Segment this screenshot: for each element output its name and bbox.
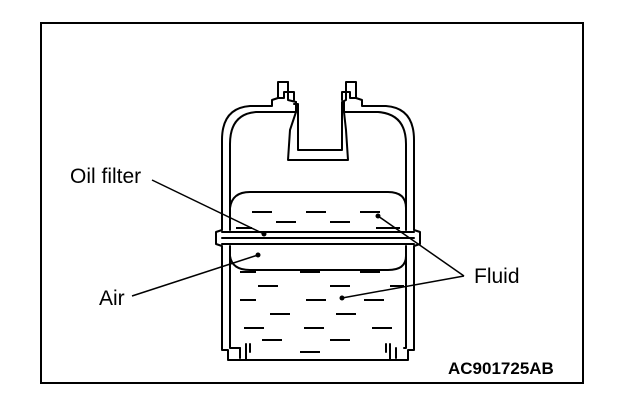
label-oil-filter: Oil filter [70,165,142,188]
bottom-tab-right [385,343,397,361]
top-tab-left [277,91,295,101]
bottom-tab-left [239,343,251,361]
point-air [255,252,261,258]
top-tab-right [341,91,357,101]
oil-filter-top [229,191,407,209]
point-fluid-bottom [339,295,345,301]
label-air: Air [99,287,125,310]
leader-fluid-top [377,215,465,277]
figure-frame [40,22,584,384]
neck-inner [293,103,343,151]
point-fluid-top [375,213,381,219]
housing-inner [229,101,407,349]
oil-filter-bottom [229,255,407,271]
leader-fluid-bottom [341,275,465,299]
neck-recess [287,81,349,161]
label-fluid: Fluid [474,265,520,288]
fluid-dashes [236,211,404,353]
leader-air [131,254,259,297]
figure-code: AC901725AB [448,359,554,378]
leader-oil-filter [151,179,265,235]
housing-outer [215,81,421,361]
point-oil-filter [261,231,267,237]
